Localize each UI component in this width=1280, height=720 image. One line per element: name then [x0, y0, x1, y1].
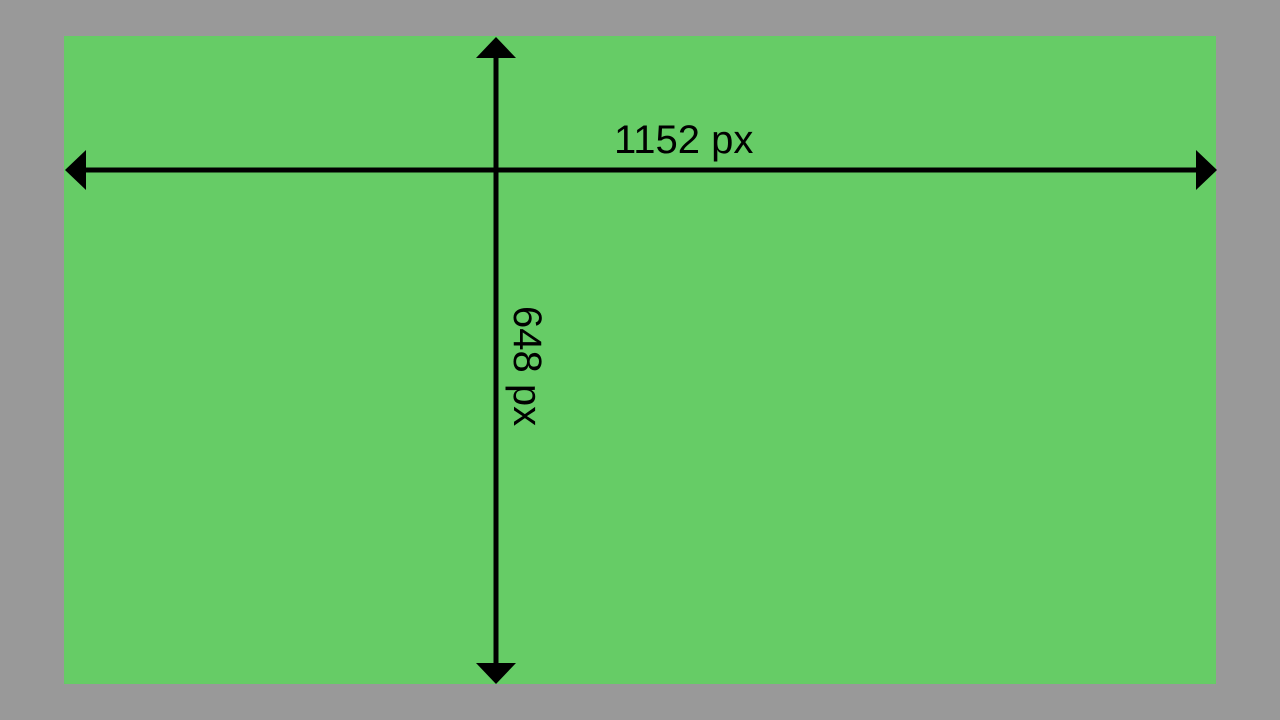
- vertical-arrow-bottom-head: [476, 663, 516, 684]
- vertical-arrow-icon: [476, 37, 516, 684]
- horizontal-arrow-left-head: [65, 150, 86, 190]
- width-label: 1152 px: [614, 118, 754, 162]
- horizontal-arrow-icon: [65, 150, 1217, 190]
- horizontal-arrow-right-head: [1196, 150, 1217, 190]
- dimension-panel: [64, 36, 1216, 684]
- vertical-arrow-top-head: [476, 37, 516, 58]
- height-label: 648 px: [505, 306, 549, 427]
